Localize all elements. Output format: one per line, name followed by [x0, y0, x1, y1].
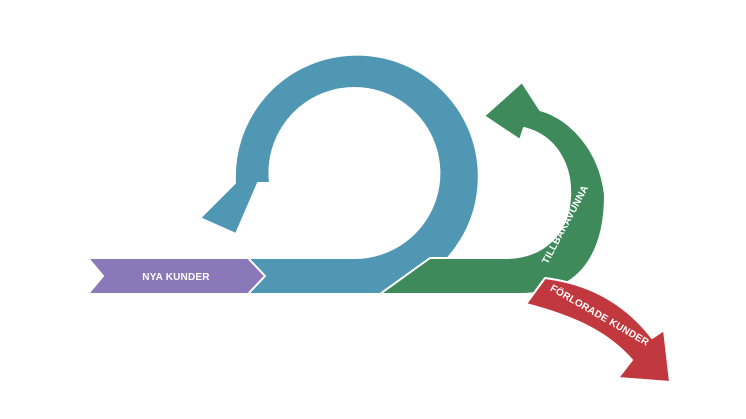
regained-customers-arrow	[379, 81, 606, 295]
existing-customers-loop	[199, 53, 480, 295]
new-customers-chevron	[87, 257, 266, 295]
new-customers-label: NYA KUNDER	[142, 272, 210, 283]
lost-customers-arrow	[525, 277, 671, 383]
